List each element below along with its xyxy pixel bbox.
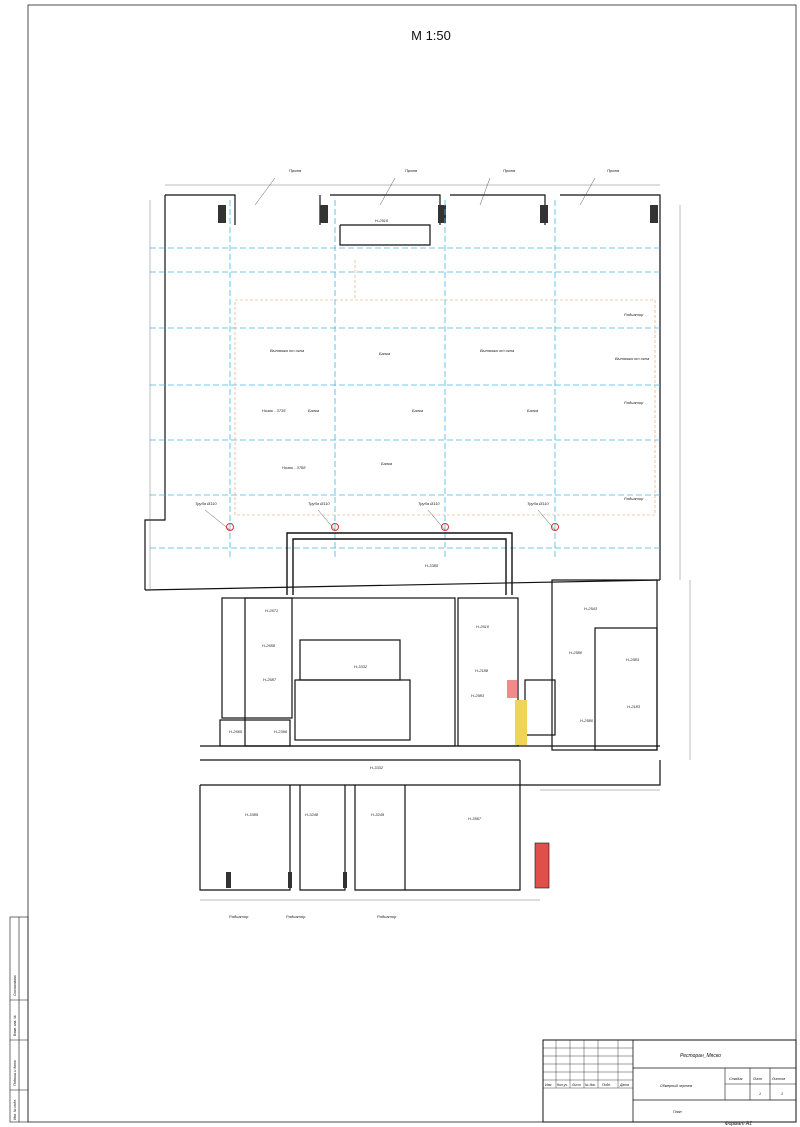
room-label: Н-3567 [468, 816, 482, 821]
side-stamp [9, 916, 29, 1123]
note: Радиатор [624, 312, 644, 317]
svg-text:Лист: Лист [571, 1083, 581, 1087]
room-label: Н-2580 [569, 650, 583, 655]
room-label: Н-2610 [476, 624, 490, 629]
lower-wall-fill [226, 872, 347, 888]
note: Проем [607, 168, 620, 173]
svg-text:Подп.: Подп. [602, 1083, 611, 1087]
note: Труба Ø110 [527, 501, 549, 506]
room-label: Н-2580 [580, 718, 594, 723]
note: Радиатор [377, 914, 397, 919]
note: Радиатор [624, 496, 644, 501]
note: Труба Ø110 [195, 501, 217, 506]
room-label: Н-3385 [425, 563, 439, 568]
column-markers [226, 523, 559, 531]
revision-columns: Изм. Кол.уч. Лист № док. Подп. Дата [545, 1083, 629, 1087]
sheet-count: 1 [781, 1092, 783, 1096]
dashed-grid-vertical [229, 200, 556, 560]
sheet-border [27, 4, 797, 1123]
note: Балка [412, 408, 424, 413]
note: Радиатор [624, 400, 644, 405]
svg-text:№ док.: № док. [585, 1083, 596, 1087]
title-block [542, 1039, 797, 1123]
stamp-field: Инв. № подл. [13, 1099, 17, 1120]
room-label: Н-2665 [229, 729, 243, 734]
room-labels: Н-2916 Н-3385 Н-3332 Н-2543 Н-2580 Н-298… [229, 218, 641, 821]
sheet-header: Лист [752, 1077, 762, 1081]
inner-beam-outline [286, 532, 513, 595]
dimension-lines [149, 184, 691, 901]
note: Радиатор [229, 914, 249, 919]
room-label: Н-2396 [274, 729, 288, 734]
sheets-header: Листов [771, 1077, 785, 1081]
svg-text:Изм.: Изм. [545, 1083, 552, 1087]
note: Вытяжка от окна [615, 356, 650, 361]
dashed-grid-horizontal [150, 247, 660, 549]
room-label: Н-2658 [262, 643, 276, 648]
stamp-field: Подпись и дата [13, 1060, 17, 1086]
middle-walls [200, 579, 661, 786]
svg-text:Кол.уч.: Кол.уч. [557, 1083, 568, 1087]
stamp-field: Согласовано [13, 975, 17, 996]
note: Низок - 3735 [262, 408, 286, 413]
room-label: Н-3249 [371, 812, 385, 817]
annotation-notes: Низок - 3735 Низок - 3788 Балка Балка Ба… [195, 168, 650, 919]
leader-lines [204, 177, 596, 531]
room-label: Н-3332 [370, 765, 384, 770]
note: Балка [379, 351, 391, 356]
note: Низок - 3788 [282, 465, 306, 470]
format-label: Формат A1 [724, 1121, 752, 1127]
project-name: Ресторан_Мяско [680, 1053, 721, 1059]
room-label: Н-2687 [263, 677, 277, 682]
room-label: Н-2916 [375, 218, 389, 223]
note: Вытяжка от окна [270, 348, 305, 353]
room-label: Н-2983 [471, 693, 485, 698]
note: Балка [381, 461, 393, 466]
room-label: Н-2188 [475, 668, 489, 673]
svg-text:Дата: Дата [619, 1083, 629, 1087]
lower-walls [199, 784, 521, 891]
stage-header: Стадия [729, 1077, 743, 1081]
stamp-field: Взам. инв. № [13, 1015, 17, 1036]
sheet-title: Обмерный чертеж [660, 1084, 693, 1088]
scale-label: М 1:50 [411, 28, 451, 43]
note: Балка [308, 408, 320, 413]
room-label: Н-3248 [305, 812, 319, 817]
note: Труба Ø110 [418, 501, 440, 506]
note: Проем [503, 168, 516, 173]
note: Труба Ø110 [308, 501, 330, 506]
room-label: Н-2671 [265, 608, 278, 613]
room-label: Н-2983 [626, 657, 640, 662]
red-block-hatch [534, 842, 550, 889]
note: Проем [289, 168, 302, 173]
room-label: Н-2183 [627, 704, 641, 709]
sheet-number: 1 [759, 1092, 761, 1096]
ceiling-outline [234, 260, 656, 516]
shaft-highlight [515, 700, 527, 745]
note: Балка [527, 408, 539, 413]
note: Проем [405, 168, 418, 173]
note: Вытяжка от окна [480, 348, 515, 353]
note: Радиатор [286, 914, 306, 919]
shaft-highlight-2 [507, 680, 517, 698]
top-wall-hatch [218, 205, 658, 223]
sheet-subtitle: План [673, 1110, 682, 1114]
room-label: Н-2543 [584, 606, 598, 611]
upper-hall-walls [144, 194, 661, 591]
room-label: Н-3332 [354, 664, 368, 669]
room-label: Н-3385 [245, 812, 259, 817]
